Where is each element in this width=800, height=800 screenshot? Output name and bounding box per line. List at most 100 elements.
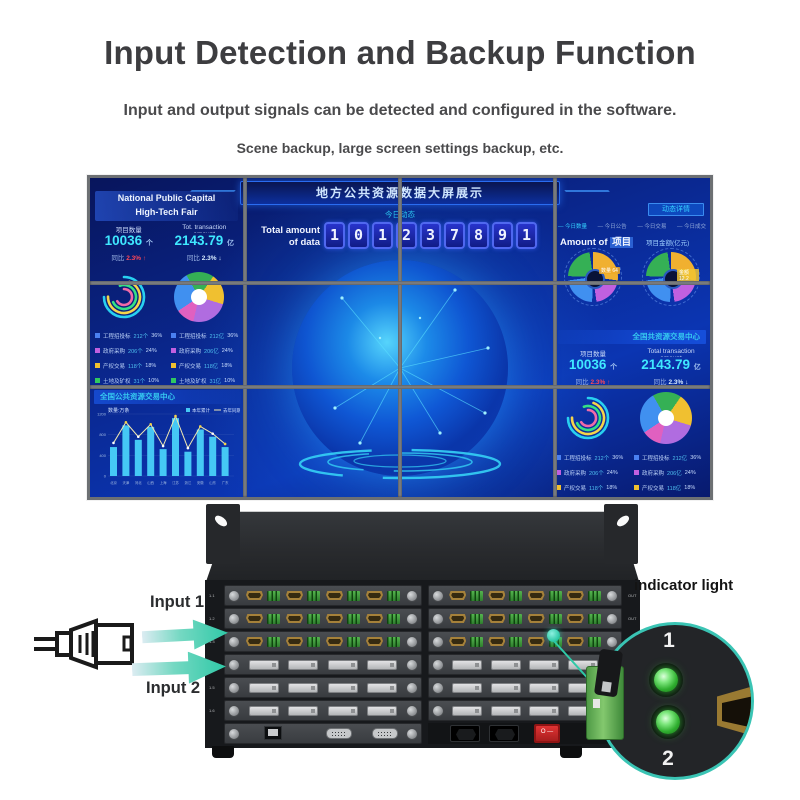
hdmi-port: [566, 591, 584, 600]
legend-left: 工程招投标 212个 36% 工程招投标 212亿 36% 政府采购 206个 …: [95, 328, 241, 388]
legend-pct: 18%: [221, 362, 233, 369]
thumbscrew: [432, 589, 444, 602]
counter-label-line2: of data: [288, 237, 320, 249]
hdmi-port-group: [286, 613, 320, 624]
legend-item: 产权交易 118个 18%: [556, 480, 628, 495]
highlight-dot: [547, 629, 560, 642]
subtitle-1: Input and output signals can be detected…: [123, 102, 677, 119]
dvi-port: [529, 659, 560, 670]
legend-item: 产权交易 118个 18%: [95, 358, 165, 373]
legend-count: 118个: [589, 485, 604, 492]
svg-text:天津: 天津: [123, 480, 130, 485]
counter-label: Total amount of data: [250, 225, 320, 250]
svg-text:安徽: 安徽: [197, 480, 204, 485]
counter-digit: 8: [468, 222, 489, 249]
left-panel-line2: High-Tech Fair: [135, 206, 198, 217]
legend-pct: 36%: [151, 332, 163, 339]
legend-item: 工程招投标 212亿 36%: [171, 328, 241, 343]
legend-label: 工程招投标: [179, 333, 207, 340]
thumbscrew: [228, 704, 240, 717]
hdmi-port: [326, 591, 343, 600]
page-title: Input Detection and Backup Function: [104, 34, 696, 71]
wall-bezel-v2: [398, 178, 402, 497]
svg-text:800: 800: [99, 432, 106, 437]
dashboard-tab: — 今日数量: [558, 224, 588, 230]
svg-text:本年累计: 本年累计: [192, 407, 210, 414]
legend-pct: 10%: [148, 377, 160, 384]
counter-digit: 3: [420, 222, 441, 249]
legend-label: 政府采购: [564, 470, 587, 477]
hdmi-port-group: [246, 613, 280, 624]
legend-pct: 24%: [684, 469, 696, 476]
hdmi-port: [326, 637, 343, 646]
svg-text:河北: 河北: [135, 480, 142, 485]
hdmi-port: [246, 591, 263, 600]
dashboard-tab: — 今日成交: [676, 224, 706, 230]
io-card: [224, 654, 422, 675]
dvi-port: [490, 682, 521, 693]
thumbscrew: [432, 612, 444, 625]
svg-text:去年同期: 去年同期: [223, 407, 240, 414]
input-2-label: Input 2: [146, 679, 201, 697]
legend-label: 政府采购: [642, 470, 665, 477]
hdmi-port-group: [488, 636, 523, 647]
svg-text:北京: 北京: [110, 480, 117, 485]
legend-count: 206个: [128, 348, 143, 355]
legend-label: 政府采购: [103, 348, 126, 355]
counter-digit: 9: [492, 222, 513, 249]
legend-count: 212个: [133, 333, 149, 340]
dvi-port: [249, 682, 280, 693]
legend-amount: 212亿: [209, 333, 225, 340]
thumbscrew: [405, 681, 418, 694]
legend-label: 土地及矿权: [103, 378, 131, 385]
thumbscrew: [406, 727, 418, 740]
thumbscrew: [605, 635, 618, 648]
dvi-port: [366, 682, 397, 693]
legend-amount: 206亿: [204, 348, 219, 355]
row-label-left: 1.2: [209, 616, 215, 621]
stat-value: 10036 个: [568, 357, 618, 372]
legend-swatch: [95, 348, 100, 353]
stat-block: 项目数量 10036 个 同比 2.3% ↑: [95, 224, 163, 262]
pie-chart-right: [640, 392, 692, 444]
hdmi-plug-icon: [717, 685, 751, 737]
stat-value: 10036 个: [104, 233, 153, 248]
terminal-block: [347, 590, 360, 601]
rose-chart-1-note: 数量 64: [599, 267, 620, 274]
hdmi-port-group: [366, 636, 400, 647]
led-number-1: 1: [663, 629, 675, 652]
legend-count: 31个: [133, 378, 146, 385]
terminal-block: [347, 613, 360, 624]
hdmi-port-group: [326, 636, 360, 647]
dashboard-tab: — 今日交易: [637, 224, 667, 230]
terminal-block: [548, 613, 562, 624]
led-2-green: [656, 710, 680, 734]
terminal-block: [387, 613, 400, 624]
legend-item: 土地及矿权 31亿 10%: [634, 495, 706, 497]
row-label-right: OUT: [628, 616, 637, 621]
legend-item: 产权交易 118亿 18%: [171, 358, 241, 373]
row-label-right: OUT: [628, 593, 637, 598]
legend-swatch: [556, 485, 561, 490]
io-card: [428, 631, 622, 652]
terminal-block: [470, 636, 484, 647]
thumbscrew: [605, 612, 618, 625]
legend-item: 政府采购 206个 24%: [95, 343, 165, 358]
hdmi-port: [488, 591, 506, 600]
legend-swatch: [95, 333, 100, 338]
thumbscrew: [406, 589, 418, 602]
rose-chart-1-pie: [568, 252, 618, 302]
legend-swatch: [634, 485, 639, 490]
ethernet-port: [264, 726, 282, 740]
legend-label: 工程招投标: [642, 455, 670, 462]
national-center-header: 全国共资源交易中心: [558, 330, 706, 344]
serial-port: [326, 728, 352, 739]
legend-amount: 118亿: [204, 363, 219, 370]
terminal-block: [587, 636, 601, 647]
legend-swatch: [171, 363, 176, 368]
trade-center-header: 全国公共资源交易中心: [94, 390, 241, 404]
counter-digit: 0: [348, 222, 369, 249]
terminal-block: [470, 590, 484, 601]
thumbscrew: [228, 727, 240, 740]
